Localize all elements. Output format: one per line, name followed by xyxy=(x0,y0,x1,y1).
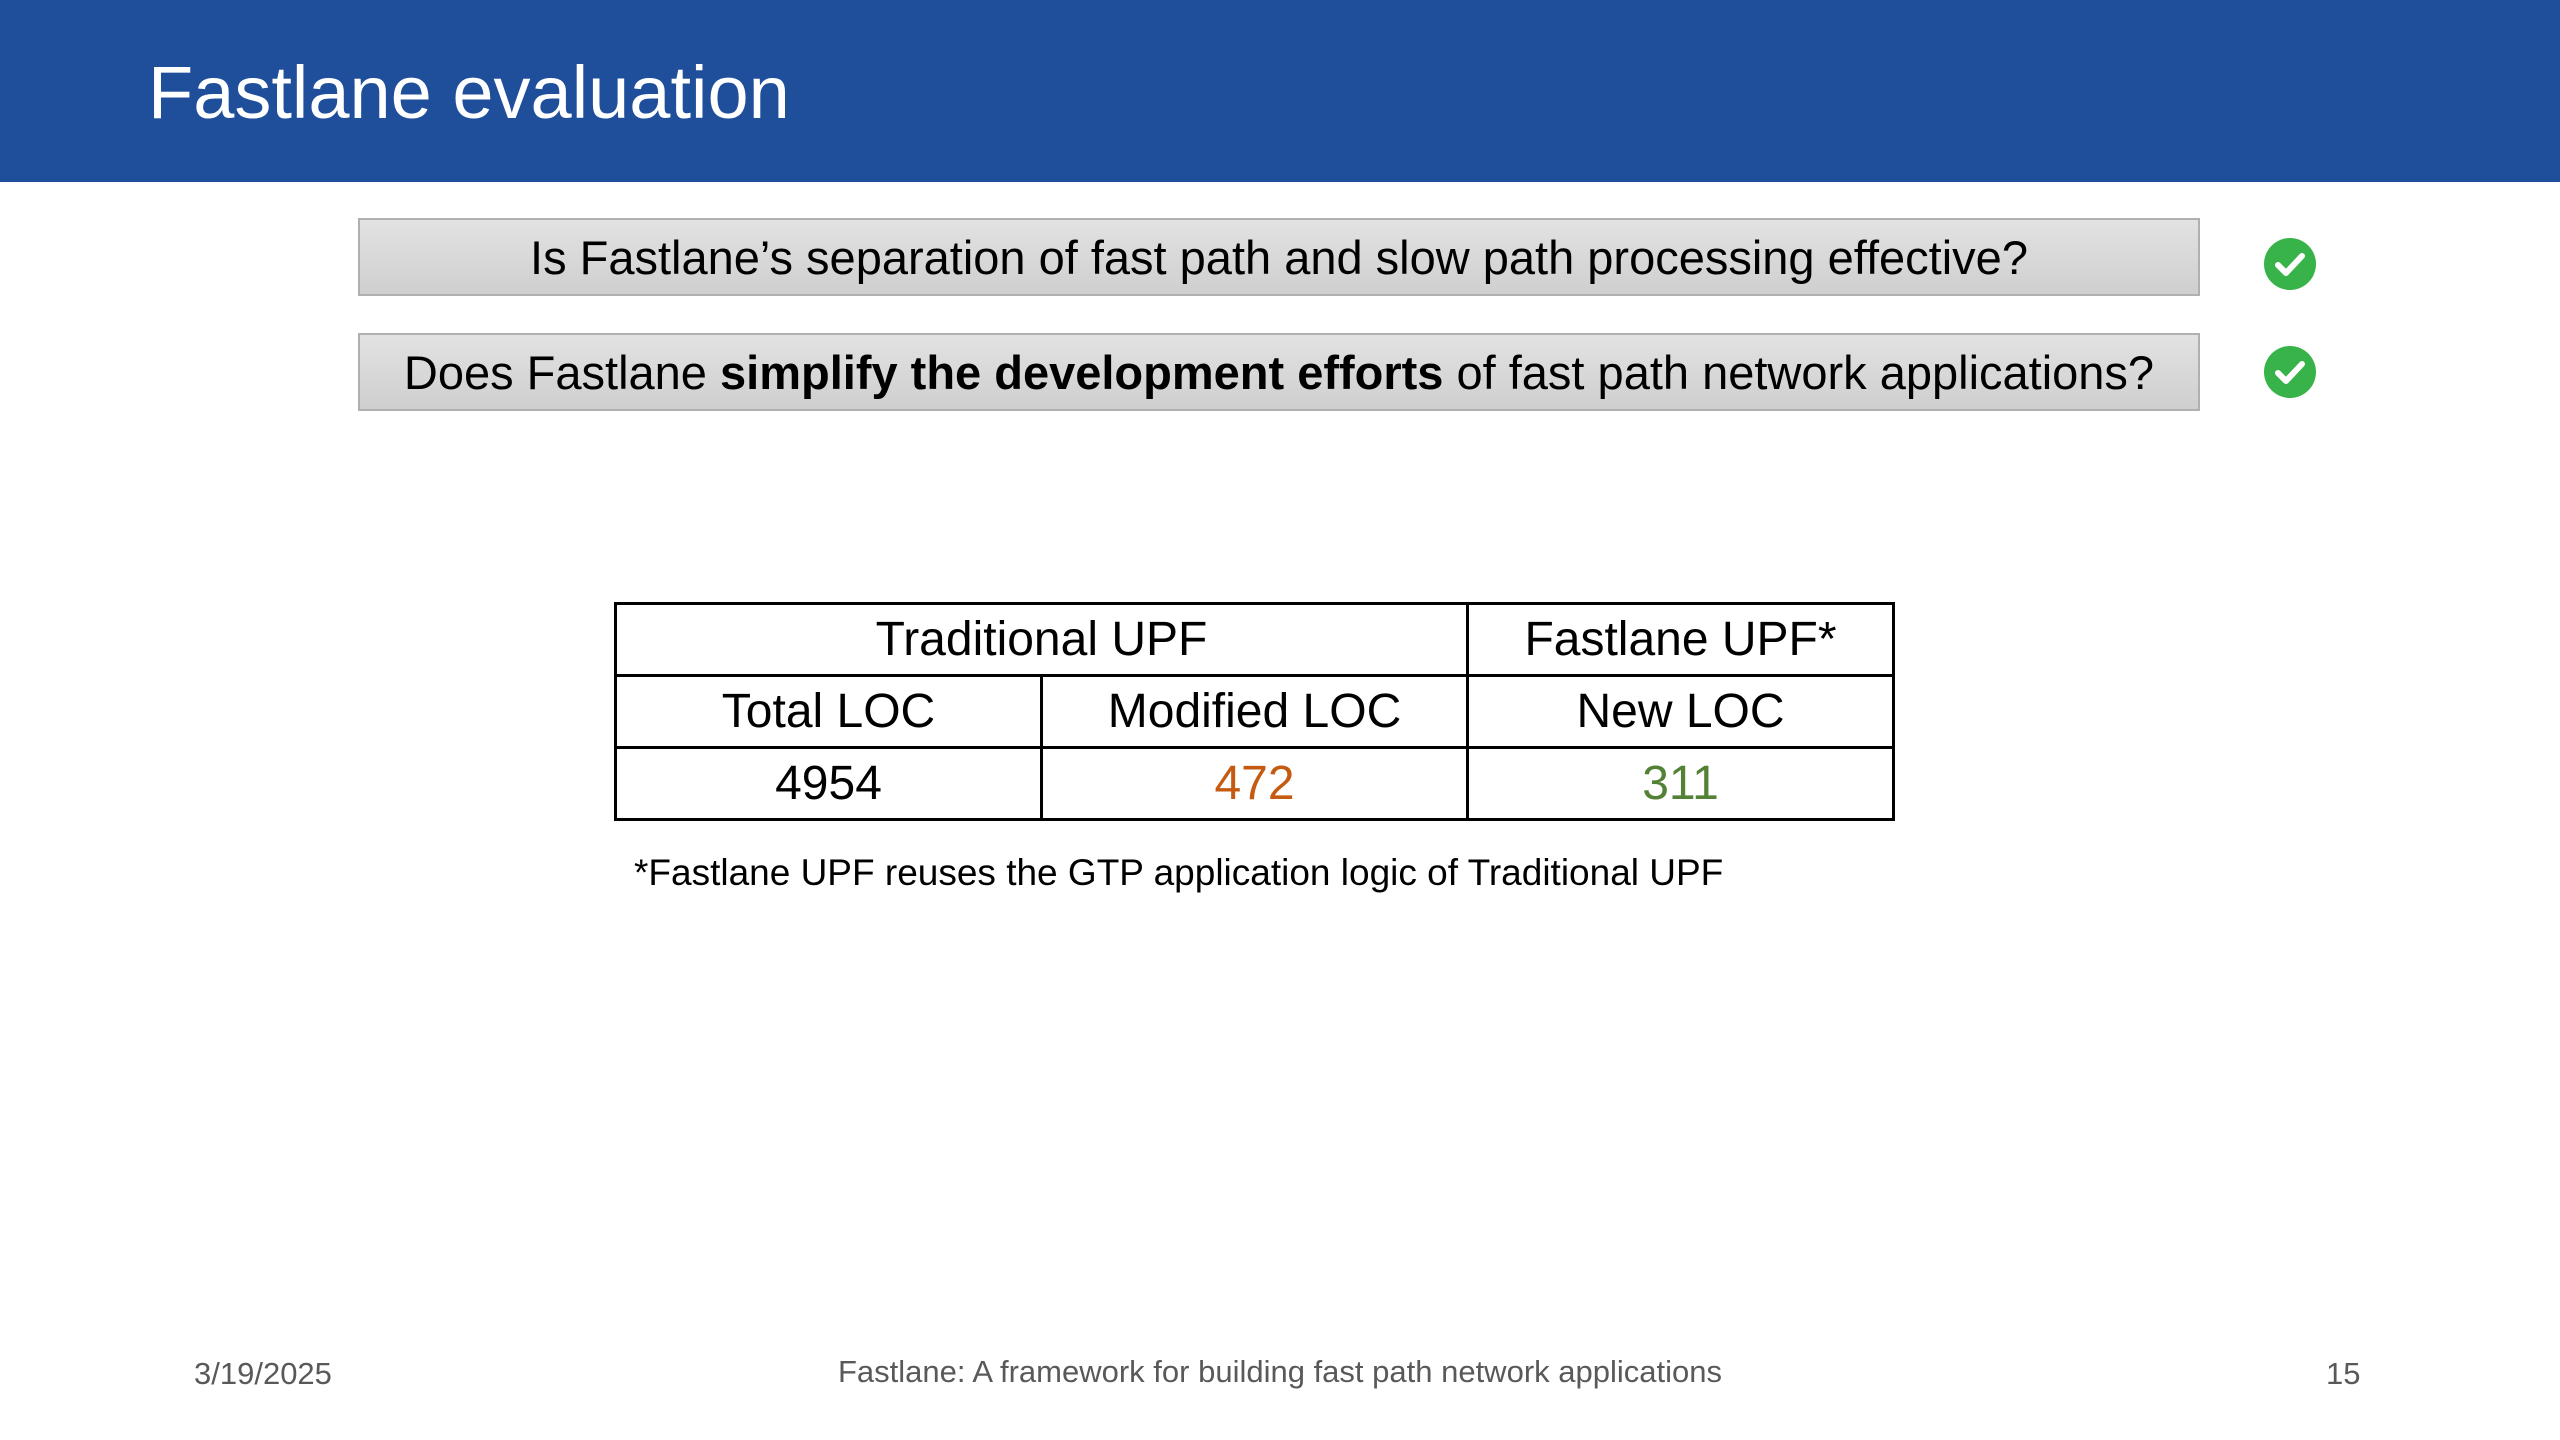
check-circle-icon xyxy=(2264,346,2316,398)
check-circle-icon xyxy=(2264,238,2316,290)
slide-title: Fastlane evaluation xyxy=(148,51,790,134)
question-2-suffix: of fast path network applications? xyxy=(1443,345,2155,399)
table-column-header-row: Total LOC Modified LOC New LOC xyxy=(614,674,1895,749)
question-box-1: Is Fastlane’s separation of fast path an… xyxy=(358,218,2200,296)
table-group-header-row: Traditional UPF Fastlane UPF* xyxy=(614,602,1895,677)
table-cell-total-loc: 4954 xyxy=(614,746,1043,821)
page-number: 15 xyxy=(2326,1356,2361,1391)
question-2-text: Does Fastlane simplify the development e… xyxy=(404,345,2154,400)
table-footnote: *Fastlane UPF reuses the GTP application… xyxy=(634,852,1724,893)
table-row: 4954 472 311 xyxy=(614,746,1895,821)
question-1-text: Is Fastlane’s separation of fast path an… xyxy=(530,230,2028,284)
footer-title: Fastlane: A framework for building fast … xyxy=(838,1354,1722,1389)
footer-date: 3/19/2025 xyxy=(194,1356,332,1391)
table-column-header: New LOC xyxy=(1466,674,1895,749)
table-cell-new-loc: 311 xyxy=(1466,746,1895,821)
question-box-2: Does Fastlane simplify the development e… xyxy=(358,333,2200,411)
question-2-prefix: Does Fastlane xyxy=(403,345,721,399)
question-2-emphasis: simplify the development efforts xyxy=(720,345,1444,399)
loc-table: Traditional UPF Fastlane UPF* Total LOC … xyxy=(614,602,1895,821)
table-group-header: Traditional UPF xyxy=(614,602,1469,677)
table-cell-modified-loc: 472 xyxy=(1040,746,1469,821)
table-column-header: Modified LOC xyxy=(1040,674,1469,749)
title-bar: Fastlane evaluation xyxy=(0,0,2560,182)
table-column-header: Total LOC xyxy=(614,674,1043,749)
table-group-header: Fastlane UPF* xyxy=(1466,602,1895,677)
